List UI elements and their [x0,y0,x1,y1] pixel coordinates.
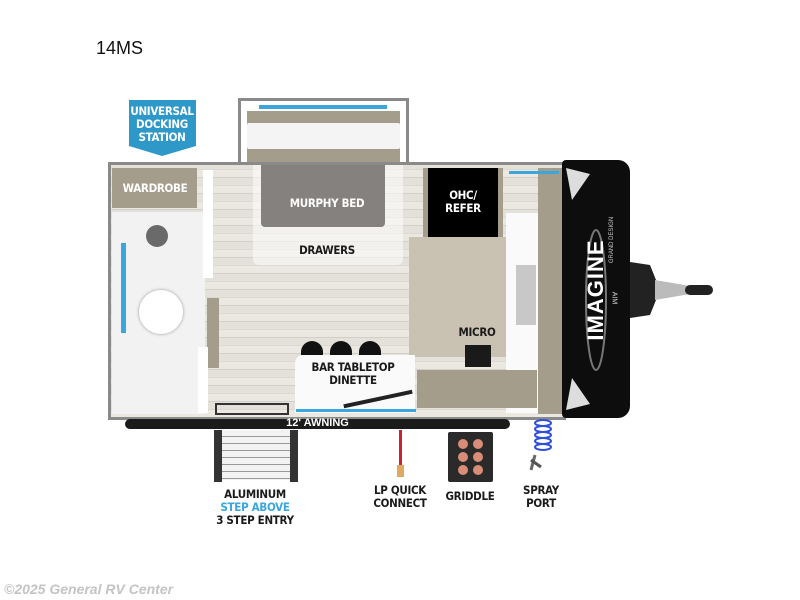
step-label: 3 STEP ENTRY [216,513,294,527]
trailer-body: WARDROBE MURPHY BED DRAWERS OHC/ REFER M… [108,162,566,420]
dinette-label: DINETTE [329,373,377,387]
badge-line: STATION [138,130,186,144]
brand-logo: IMAGINE [583,239,608,341]
watermark: ©2025 General RV Center [4,581,174,597]
lp-label: LP QUICK [373,483,427,497]
murphy-bed-label: MURPHY BED [289,196,365,210]
wardrobe-label: WARDROBE [122,181,188,195]
spray-hose [529,419,552,471]
drawers-label: DRAWERS [299,243,355,257]
docking-station-badge: UNIVERSAL DOCKING STATION [129,100,196,156]
lp-connector [397,465,404,477]
micro-label: MICRO [458,325,496,339]
step-label: STEP ABOVE [220,500,290,514]
dinette-label: BAR TABLETOP [311,360,395,374]
brand-maker: GRAND DESIGN [609,216,615,264]
lp-label: CONNECT [373,496,427,510]
badge-line: UNIVERSAL [130,104,194,118]
brand-sub: AIM [610,291,618,305]
griddle [448,432,493,482]
awning-label: 12' AWNING [286,417,349,429]
front-cap: IMAGINE GRAND DESIGN AIM [562,160,630,418]
griddle-label: GRIDDLE [445,489,495,503]
ohc-refer-label: REFER [445,201,481,215]
step-label: ALUMINUM [224,487,286,501]
floorplan-title: 14MS [96,38,144,58]
badge-line: DOCKING [136,117,188,131]
entry-steps [214,430,298,482]
ohc-refer-label: OHC/ [449,188,477,202]
hitch [630,262,713,318]
spray-label: PORT [526,496,556,510]
slide-out [238,98,409,167]
awning: 12' AWNING [125,417,510,429]
lp-line [399,430,402,472]
spray-label: SPRAY [523,483,559,497]
